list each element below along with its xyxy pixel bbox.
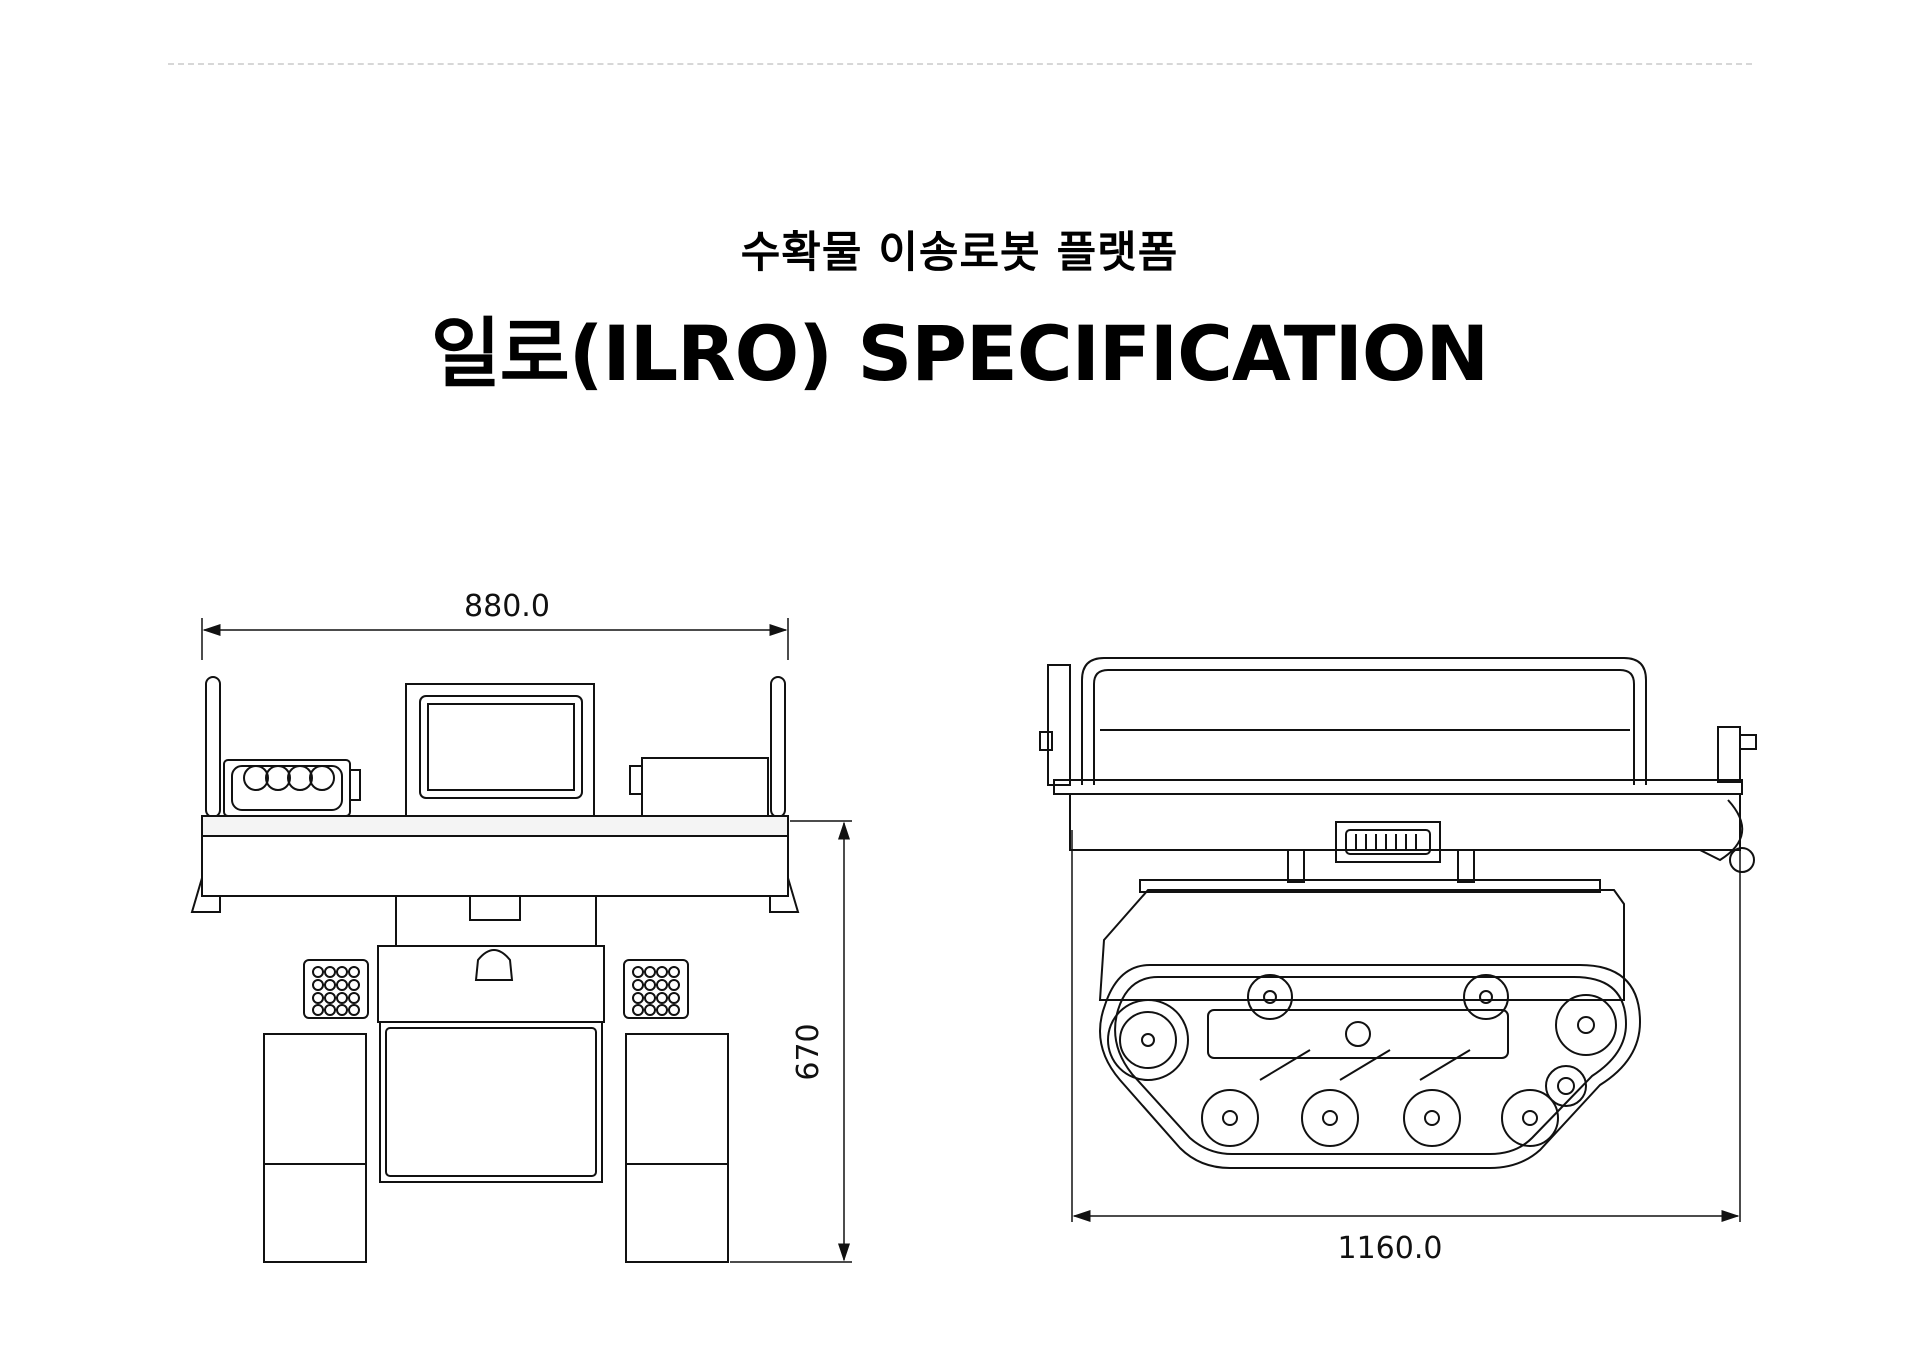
front-deck-plate [190,815,800,913]
side-rear-handle [1039,664,1071,786]
front-display-monitor [405,683,595,817]
front-light-panel-right [623,959,689,1019]
side-idler-wheel [1545,994,1617,1107]
top-dashed-separator [168,63,1752,65]
front-light-panel-left [303,959,369,1019]
side-sensor-module [1335,821,1441,863]
side-road-wheels [1201,1089,1559,1147]
front-track-left [263,1033,367,1263]
front-battery-box [629,757,769,817]
side-deck-plate [1053,779,1743,851]
front-chassis-body [377,945,605,1183]
front-track-right [625,1033,729,1263]
side-upper-rollers [1247,974,1509,1020]
front-height-dimension-line [730,820,852,1263]
side-track-belt [1099,964,1642,1169]
side-length-label: 1160.0 [1338,1231,1443,1266]
side-body-housing [1098,879,1625,1001]
side-drive-sprocket [1107,999,1189,1081]
side-front-connectors [1699,726,1757,873]
front-height-label: 670 [791,1023,826,1080]
front-view-drawing [190,618,852,1263]
side-length-dimension-line [1071,830,1741,1222]
page-title: 일로(ILRO) SPECIFICATION [430,309,1489,398]
front-center-column [395,895,597,947]
front-width-dimension-line [201,618,789,660]
side-top-rail [1081,657,1647,785]
front-handle-posts [205,676,786,818]
side-support-columns [1287,849,1475,883]
front-width-label: 880.0 [464,589,550,624]
front-control-box [223,759,361,817]
side-suspension-plate [1207,1009,1509,1081]
page-subtitle: 수확물 이송로봇 플랫폼 [740,228,1179,278]
side-view-drawing [1039,657,1757,1222]
